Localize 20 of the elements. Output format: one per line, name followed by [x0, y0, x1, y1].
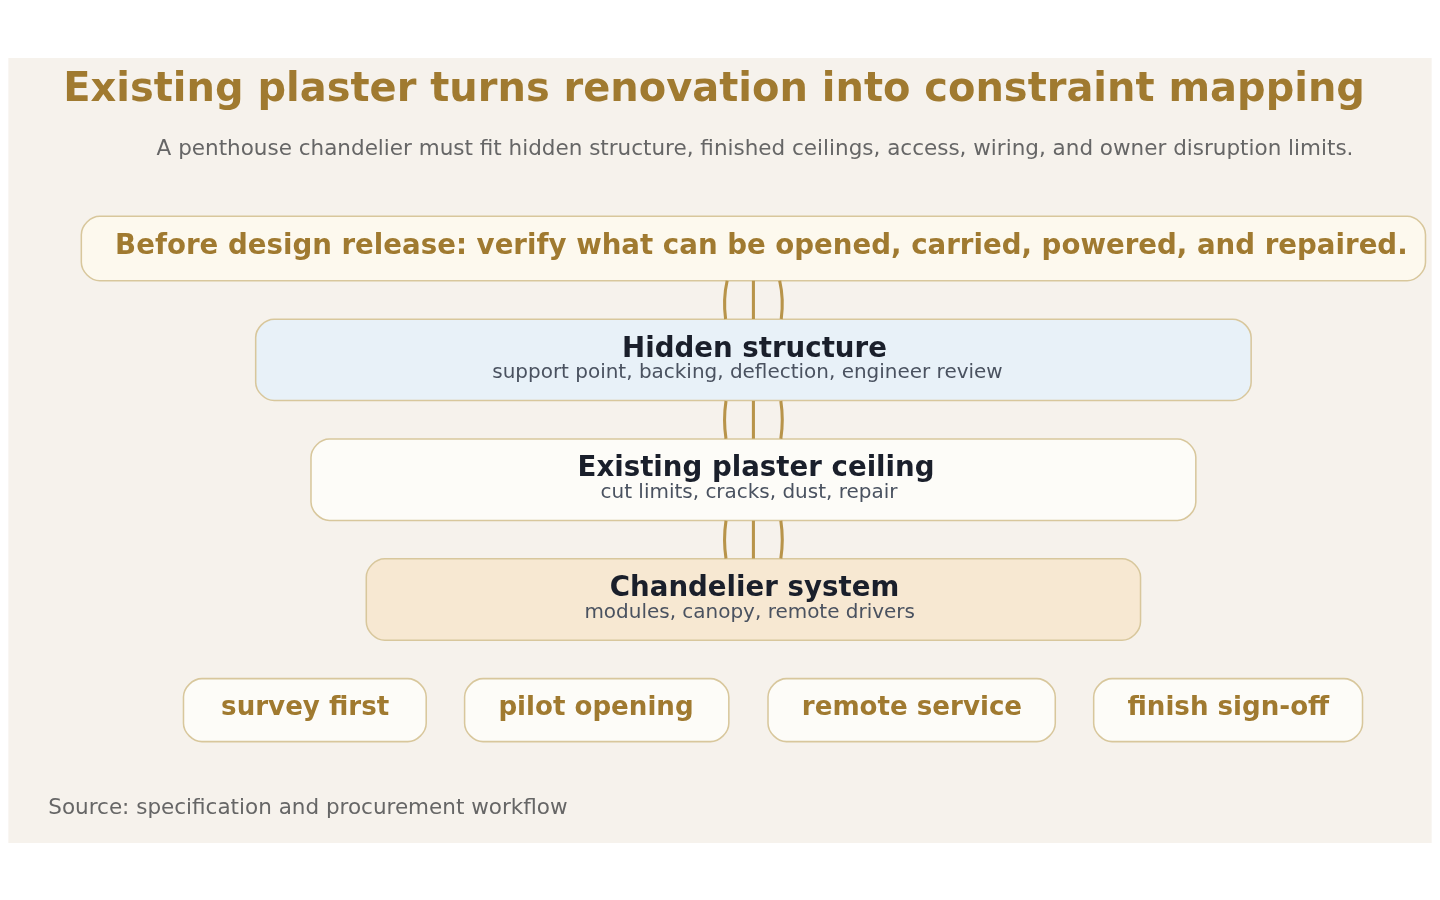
- node-box: finish sign-off: [1092, 677, 1364, 742]
- connector: [723, 400, 728, 439]
- diagram-title: Existing plaster turns renovation into constraint mapping: [63, 63, 1365, 110]
- label: A penthouse chandelier must fit hidden structure, finished ceilings, access, wiring, and owner disruption limits.: [156, 134, 1354, 160]
- node-box: survey first: [182, 677, 427, 742]
- node-box: Chandelier system modules, canopy, remote drivers: [365, 557, 1142, 641]
- connector: [779, 400, 784, 439]
- connector: [723, 279, 729, 319]
- node-box: Existing plaster ceiling cut limits, cracks, dust, repair: [310, 437, 1197, 521]
- connector: [778, 279, 784, 319]
- connector: [751, 400, 755, 439]
- connector: [779, 520, 784, 559]
- connector: [751, 280, 755, 319]
- node-box: pilot opening: [463, 677, 730, 742]
- node-box: Hidden structure support point, backing, deflection, engineer review: [254, 317, 1252, 401]
- label: Source: specification and procurement workflow: [48, 793, 568, 819]
- node-box: remote service: [767, 677, 1057, 742]
- connector: [723, 520, 728, 559]
- connector: [751, 520, 755, 558]
- node-box: Before design release: verify what can be opened, carried, powered, and repaired.: [80, 214, 1427, 281]
